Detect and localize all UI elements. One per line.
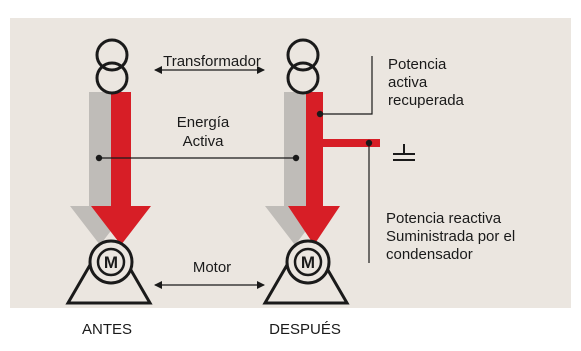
- capacitor-ground-icon: [393, 144, 415, 161]
- reactive-label-line1: Potencia reactiva: [386, 210, 502, 227]
- reactive-branch-bar: [319, 139, 380, 147]
- recovered-leader-dot: [316, 110, 324, 118]
- energy-leader-dot-left: [95, 154, 103, 162]
- recovered-label-line2: activa: [388, 74, 428, 91]
- motor-icon-before: M: [65, 239, 153, 305]
- before-label: ANTES: [82, 321, 132, 338]
- energy-leader-dot-right: [292, 154, 300, 162]
- red-active-arrow-before: [91, 92, 151, 245]
- transformer-label: Transformador: [163, 53, 261, 70]
- transformer-icon-before: [95, 38, 129, 95]
- transformer-icon-after: [286, 38, 320, 95]
- recovered-label-line1: Potencia: [388, 56, 447, 73]
- reactive-leader-dot: [365, 139, 373, 147]
- after-label: DESPUÉS: [269, 321, 341, 338]
- recovered-label-line3: recuperada: [388, 92, 465, 109]
- reactive-label-line2: Suministrada por el: [386, 228, 515, 245]
- motor-symbol-before: M: [104, 253, 118, 272]
- motor-icon-after: M: [262, 239, 350, 305]
- energy-label-line2: Activa: [183, 133, 225, 150]
- recovered-leader-line: [320, 56, 373, 115]
- red-active-arrow-after: [288, 92, 340, 245]
- energy-label-line1: Energía: [177, 114, 230, 131]
- motor-symbol-after: M: [301, 253, 315, 272]
- motor-label: Motor: [193, 259, 231, 276]
- reactive-label-line3: condensador: [386, 246, 473, 263]
